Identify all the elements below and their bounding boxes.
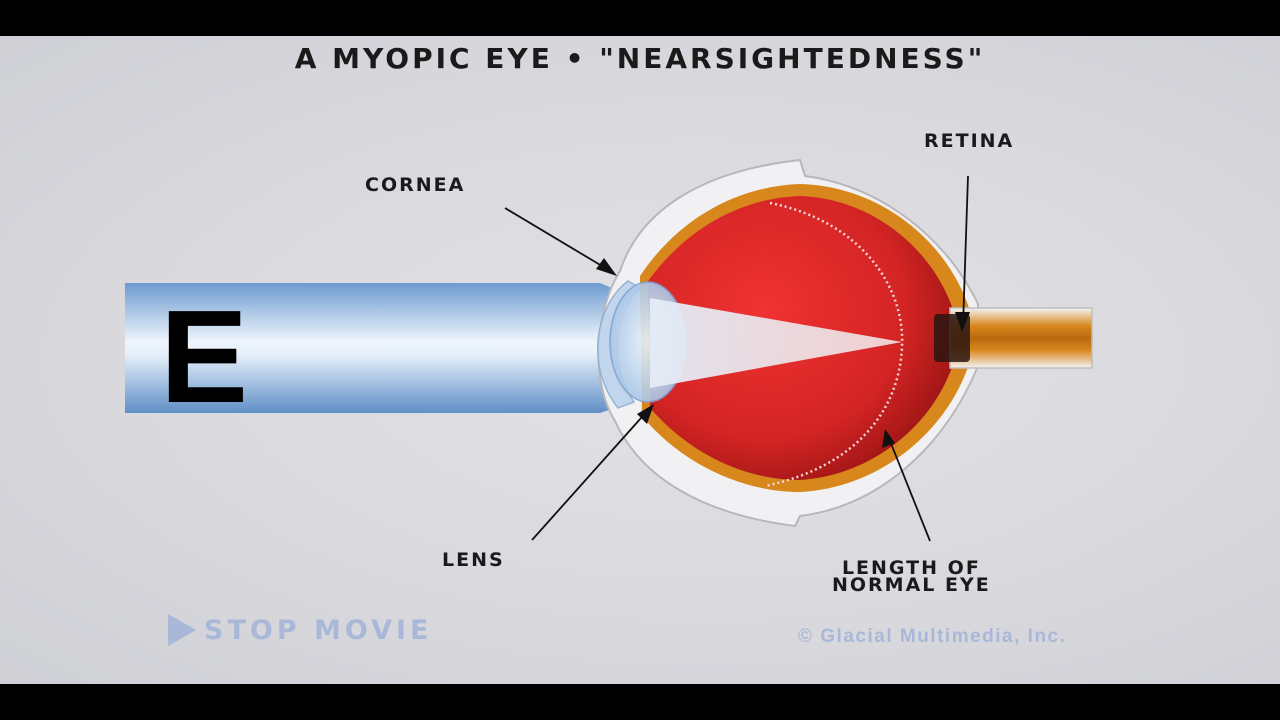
retina-label: RETINA	[924, 130, 1015, 152]
retina-pointer-arrow	[955, 312, 970, 332]
normal-eye-label-line1: LENGTH OF	[841, 557, 981, 579]
light-beam	[125, 283, 600, 413]
lens-pointer	[531, 407, 651, 541]
diagram-stage: E A MYOPIC EYE • "NEARSIGHTEDNESS" CORNE…	[0, 36, 1280, 684]
normal-eye-length-arc	[764, 201, 904, 488]
play-triangle-icon	[168, 614, 196, 646]
stop-movie-label: STOP MOVIE	[204, 614, 433, 646]
normal-eye-label-line2: NORMAL EYE	[832, 574, 991, 596]
cornea-label: CORNEA	[365, 174, 466, 196]
normal-eye-pointer	[887, 435, 931, 542]
cornea-pointer	[504, 207, 613, 273]
cornea-pointer-arrow	[596, 258, 617, 276]
focus-cone	[650, 298, 902, 388]
retina-pointer	[962, 175, 969, 327]
copyright-notice: © Glacial Multimedia, Inc.	[798, 626, 1067, 647]
normal-eye-pointer-arrow	[882, 429, 895, 448]
eye-diagram	[125, 158, 1093, 542]
eye-chart-letter: E	[160, 283, 249, 430]
lens-label: LENS	[442, 549, 505, 571]
diagram-title: A MYOPIC EYE • "NEARSIGHTEDNESS"	[294, 42, 986, 75]
optic-nerve	[949, 307, 1093, 369]
stop-movie-button[interactable]: STOP MOVIE	[168, 614, 433, 646]
normal-eye-label: LENGTH OF NORMAL EYE	[832, 557, 991, 596]
lens-pointer-arrow	[637, 404, 654, 424]
